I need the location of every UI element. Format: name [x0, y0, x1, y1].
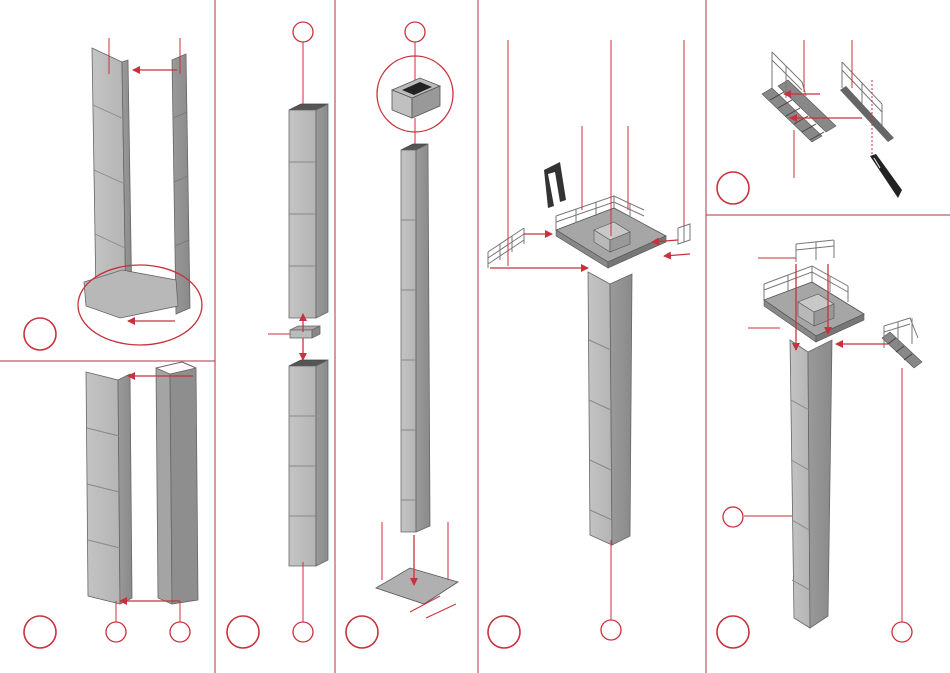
step-4-panel: [346, 22, 458, 648]
step-number-circle: [717, 172, 749, 204]
railing-piece-right: [678, 224, 690, 244]
step-number-circle: [346, 616, 378, 648]
arrow-railing-right: [664, 254, 690, 256]
step-number-circle: [24, 616, 56, 648]
part-number-circle: [293, 22, 313, 42]
ladder-assembly: [882, 318, 922, 368]
step-5-panel: [488, 40, 690, 648]
step-1-panel: [24, 38, 202, 350]
base-plate: [84, 270, 178, 318]
tower-shaft: [401, 144, 430, 532]
railing-piece-left: [488, 228, 524, 268]
section-lower: [289, 360, 328, 566]
step-number-circle: [488, 616, 520, 648]
cap-piece: [392, 78, 440, 118]
part-number-circle: [601, 620, 621, 640]
step-number-circle: [717, 616, 749, 648]
part-number-circle: [723, 507, 743, 527]
step-number-circle: [227, 616, 259, 648]
assembled-half-left: [86, 372, 132, 604]
side-rail-bar: [840, 86, 894, 142]
part-number-circle: [892, 622, 912, 642]
tower-shaft: [588, 272, 632, 545]
platform-deck: [764, 282, 864, 342]
knife-icon: [870, 154, 902, 198]
part-number-circle: [170, 622, 190, 642]
part-number-circle: [106, 622, 126, 642]
ladder: [762, 80, 836, 142]
top-railing: [796, 240, 834, 262]
pliers-icon: [544, 162, 566, 208]
tower-shaft: [790, 340, 832, 628]
step-number-circle: [24, 318, 56, 350]
step-2-panel: [24, 362, 198, 648]
step-7-panel: [717, 240, 922, 648]
part-number-circle: [293, 622, 313, 642]
step-6-panel: [717, 40, 902, 204]
assembled-half-right: [156, 362, 198, 604]
tower-base-plate: [376, 568, 458, 604]
step-3-panel: [227, 22, 328, 648]
connector-piece: [290, 326, 320, 338]
part-number-circle: [405, 22, 425, 42]
section-upper: [289, 104, 328, 318]
